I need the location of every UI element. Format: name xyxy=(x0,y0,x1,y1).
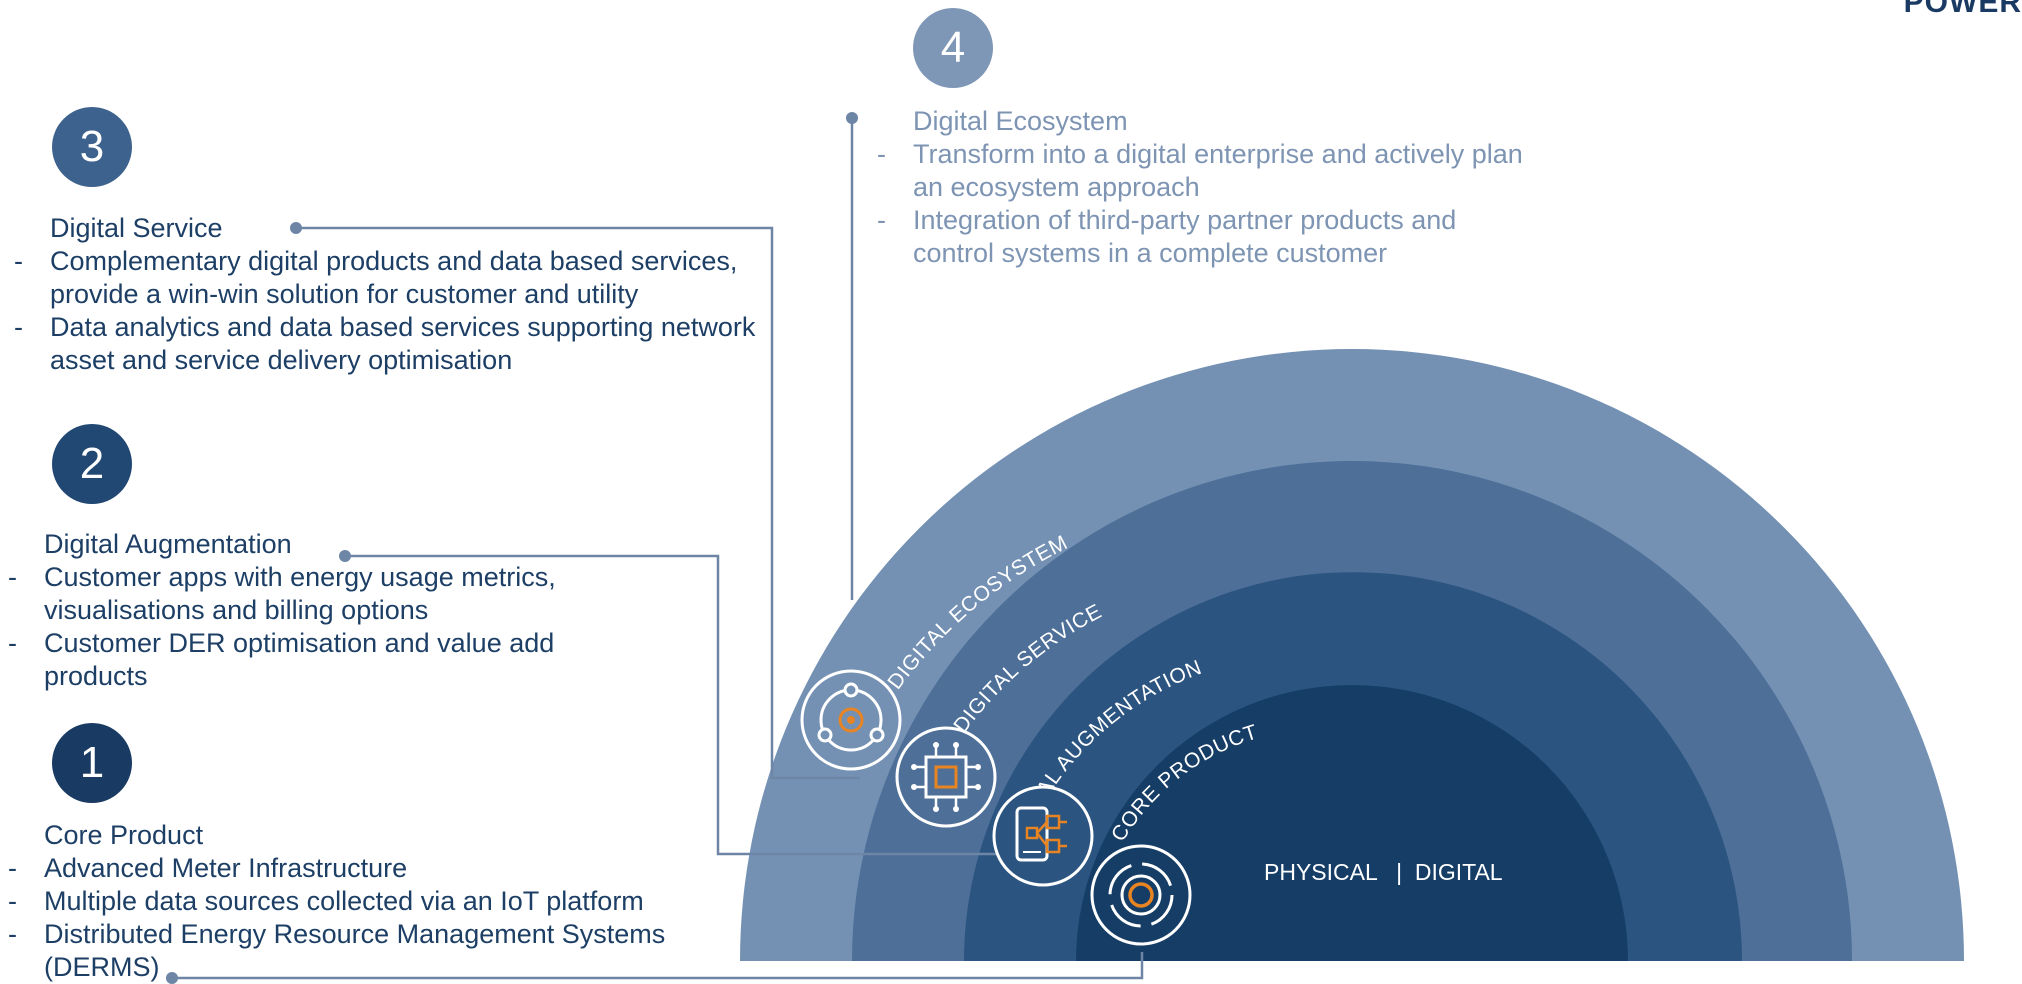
step-1-block: Core Product Advanced Meter Infrastructu… xyxy=(8,818,694,984)
step-badge-1: 1 xyxy=(52,723,132,803)
connector-dot-ecosystem xyxy=(846,112,858,124)
step-3-bullet-1: Complementary digital products and data … xyxy=(14,245,780,311)
step-4-bullet-2: Integration of third-party partner produ… xyxy=(877,204,1523,270)
step-badge-2: 2 xyxy=(52,424,132,504)
connector-digital-augmentation xyxy=(345,554,1000,856)
step-2-bullets: Customer apps with energy usage metrics,… xyxy=(8,561,614,693)
center-label: PHYSICAL | DIGITAL xyxy=(1264,859,1503,885)
step-1-bullet-3: Distributed Energy Resource Management S… xyxy=(8,918,694,984)
step-2-bullet-1: Customer apps with energy usage metrics,… xyxy=(8,561,614,627)
step-1-bullet-2: Multiple data sources collected via an I… xyxy=(8,885,694,918)
connector-digital-service xyxy=(296,226,860,780)
step-4-bullets: Transform into a digital enterprise and … xyxy=(877,138,1523,270)
connector-dot-augmentation xyxy=(339,550,351,562)
step-4-block: Digital Ecosystem Transform into a digit… xyxy=(877,104,1523,270)
brand-fragment: POWER xyxy=(1903,0,2022,19)
step-badge-4: 4 xyxy=(913,8,993,88)
step-3-title: Digital Service xyxy=(50,213,223,243)
core-gear-icon xyxy=(1090,844,1192,946)
step-3-bullet-2: Data analytics and data based services s… xyxy=(14,311,780,377)
step-3-bullets: Complementary digital products and data … xyxy=(14,245,780,377)
step-badge-3: 3 xyxy=(52,107,132,187)
chip-circuit-icon xyxy=(895,726,997,828)
mobile-devices-icon xyxy=(992,785,1094,887)
step-1-bullets: Advanced Meter Infrastructure Multiple d… xyxy=(8,852,694,984)
connector-dot-service xyxy=(290,222,302,234)
step-2-block: Digital Augmentation Customer apps with … xyxy=(8,527,614,693)
step-2-title: Digital Augmentation xyxy=(44,529,292,559)
step-1-bullet-1: Advanced Meter Infrastructure xyxy=(8,852,694,885)
step-1-title: Core Product xyxy=(44,820,204,850)
step-4-bullet-1: Transform into a digital enterprise and … xyxy=(877,138,1523,204)
step-2-bullet-2: Customer DER optimisation and value add … xyxy=(8,627,614,693)
step-4-title: Digital Ecosystem xyxy=(913,106,1128,136)
step-3-block: Digital Service Complementary digital pr… xyxy=(14,211,780,377)
ring-core-product xyxy=(1076,685,1628,961)
ecosystem-orbit-icon xyxy=(800,669,902,771)
